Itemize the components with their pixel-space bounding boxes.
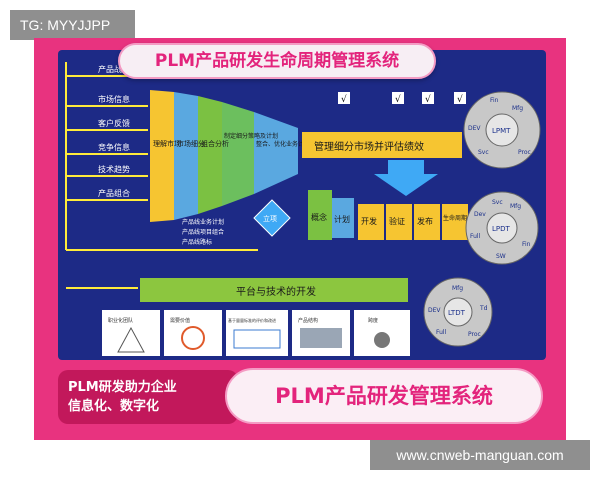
funnel-output-bar	[302, 132, 462, 158]
funnel-stage-1-label: 市场细分	[177, 139, 205, 148]
thumbnail-label-4: 跨度	[368, 317, 378, 324]
platform-label: 平台与技术的开发	[236, 285, 316, 298]
check-1: √	[395, 94, 401, 105]
cycle-top-seg-0: Mfg	[512, 105, 523, 112]
cycle-bottom-seg-0: Mfg	[452, 285, 463, 292]
input-item-1: 市场信息	[66, 94, 148, 107]
cycle-top-seg-3: DEV	[468, 125, 481, 132]
input-label-1: 市场信息	[98, 94, 130, 104]
input-item-4: 技术趋势	[66, 164, 148, 177]
cycle-top-seg-4: Fin	[490, 97, 499, 104]
cycle-bottom-center: LTDT	[448, 309, 466, 317]
top-banner: PLM产品研发生命周期管理系统	[118, 43, 436, 79]
input-label-0: 产品战略	[98, 64, 130, 74]
input-label-3: 竞争信息	[98, 142, 130, 152]
thumbnail-label-3: 产品结构	[298, 317, 318, 324]
thumbnail-0	[102, 310, 160, 356]
cycle-bottom-seg-1: Td	[479, 305, 488, 312]
input-item-5: 产品组合	[66, 188, 148, 201]
bullet-2: 产品线路标	[182, 238, 212, 246]
thumbnail-label-1: 需要价值	[170, 317, 190, 324]
input-label-5: 产品组合	[98, 188, 130, 198]
banner-title: PLM产品研发生命周期管理系统	[154, 51, 400, 71]
process-stages: 概念 计划 开发 验证 发布 生命周期	[308, 190, 468, 240]
cycle-bottom-seg-4: DEV	[428, 307, 441, 314]
cycle-mid-seg-3: Full	[470, 233, 481, 240]
funnel-stage-0-shape	[150, 90, 174, 222]
cycle-mid-seg-0: Mfg	[510, 203, 521, 210]
funnel-stage-2-shape	[198, 96, 222, 214]
cycle-top-center: LPMT	[492, 127, 511, 135]
process-stage-2: 开发	[361, 216, 377, 226]
footer-left-badge: PLM研发助力企业 信息化、数字化	[58, 370, 238, 424]
watermark-url-label: www.cnweb-manguan.com	[370, 440, 590, 470]
input-list: 产品战略 市场信息 客户反馈 竞争信息 技术趋势 产品组合	[65, 62, 258, 289]
footer-left-line-0: PLM研发助力企业	[68, 380, 177, 395]
cycle-mid-seg-1: Fin	[522, 241, 531, 248]
handoff-label: 立项	[263, 214, 277, 223]
funnel-stage-3-shape	[222, 102, 254, 206]
thumbnail-strip: 职业化团队 需要价值 基于量量标准的评价和改进 产品结构 跨度	[102, 310, 410, 356]
bullet-0: 产品线业务计划	[182, 218, 224, 226]
input-label-2: 客户反馈	[98, 118, 130, 128]
process-stage-5: 生命周期	[443, 214, 467, 222]
check-2: √	[425, 94, 431, 105]
cycle-mid: LPDT Mfg Fin SW Full Dev Svc	[465, 191, 539, 265]
funnel-stage-3-label: 制定细分策略及计划	[224, 132, 278, 140]
thumbnail-label-2: 基于量量标准的评价和改进	[228, 317, 276, 323]
cycle-bottom-seg-3: Full	[436, 329, 447, 336]
cycle-mid-seg-5: Svc	[492, 199, 503, 206]
process-stage-1: 计划	[334, 214, 350, 224]
funnel-stage-4-label: 整合、优化业务计划	[256, 140, 310, 148]
process-stage-0: 概念	[311, 212, 327, 222]
check-row: √ √ √ √	[338, 92, 466, 105]
funnel-output-label: 管理细分市场并评估绩效	[314, 140, 424, 153]
check-0: √	[341, 94, 347, 105]
cycle-bottom-seg-2: Proc	[468, 331, 481, 338]
cycle-bottom: LTDT Mfg Td Proc Full DEV	[423, 277, 493, 347]
cycle-top-seg-2: Svc	[478, 149, 489, 156]
process-stage-3: 验证	[389, 216, 405, 226]
footer-left-line-1: 信息化、数字化	[68, 399, 160, 414]
watermark-tg-label: TG: MYYJJPP	[10, 10, 135, 40]
input-label-4: 技术趋势	[98, 164, 130, 174]
footer-right-title: PLM产品研发管理系统	[275, 384, 493, 408]
handoff-diamond	[253, 199, 291, 237]
bullet-1: 产品线项目组合	[182, 228, 224, 236]
input-item-3: 竞争信息	[66, 142, 148, 155]
platform-bar	[140, 278, 408, 302]
thumbnail-label-0: 职业化团队	[108, 317, 133, 324]
footer-right-banner: PLM产品研发管理系统	[225, 368, 543, 424]
cycle-top-seg-1: Proc	[518, 149, 531, 156]
funnel-stage-4-shape	[254, 112, 298, 194]
bullet-list: 产品线业务计划 产品线项目组合 产品线路标	[182, 218, 224, 246]
input-item-2: 客户反馈	[66, 118, 148, 131]
funnel-stage-1-shape	[174, 92, 198, 220]
cycle-top: LPMT Mfg Proc Svc DEV Fin	[463, 91, 541, 169]
cycle-mid-seg-4: Dev	[474, 211, 486, 218]
thumbnail-2	[226, 310, 288, 356]
cycle-mid-center: LPDT	[492, 225, 511, 233]
diagram-svg: 产品战略 市场信息 客户反馈 竞争信息 技术趋势 产品组合 理解市场 市场细分 …	[65, 62, 541, 356]
funnel-stage-2-label: 组合分析	[201, 139, 229, 148]
process-stage-4: 发布	[417, 216, 433, 226]
plm-process-diagram: 产品战略 市场信息 客户反馈 竞争信息 技术趋势 产品组合 理解市场 市场细分 …	[58, 50, 546, 360]
funnel-stage-0-label: 理解市场	[153, 139, 181, 148]
check-3: √	[457, 94, 463, 105]
cycle-mid-seg-2: SW	[496, 253, 506, 260]
down-arrow-icon	[374, 160, 438, 196]
strategy-funnel: 理解市场 市场细分 组合分析 制定细分策略及计划 整合、优化业务计划	[150, 90, 310, 222]
